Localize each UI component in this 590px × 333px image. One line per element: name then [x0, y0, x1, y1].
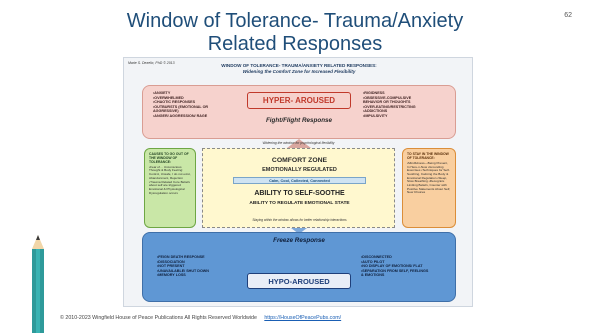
footer-copyright: © 2010-2023 Wingfield House of Peace Pub…	[60, 315, 257, 321]
figure-title-main: WINDOW OF TOLERANCE- TRAUMA/ANXIETY RELA…	[221, 63, 377, 68]
list-item: & EMOTIONS	[361, 273, 385, 278]
list-item: •ADDICTIONS	[363, 109, 388, 114]
fight-flight-label: Fight/Flight Response	[265, 117, 333, 124]
causes-title: CAUSES TO GO OUT OF THE WINDOW OF TOLERA…	[149, 152, 189, 164]
figure-subtitle: Widening the Comfort Zone for Increased …	[242, 69, 356, 74]
hypo-aroused-band: Freeze Response •FEIGN DEATH RESPONSE •D…	[142, 232, 456, 302]
within-note: Staying within the window allows for bet…	[252, 218, 347, 222]
hypo-left-list: •FEIGN DEATH RESPONSE •DISSOCIATION •NOT…	[157, 255, 247, 278]
list-item: •DISCONNECTED	[361, 255, 392, 259]
list-item: •OVERWHELMED	[153, 95, 184, 100]
causes-box: CAUSES TO GO OUT OF THE WINDOW OF TOLERA…	[144, 148, 196, 228]
freeze-label: Freeze Response	[273, 237, 325, 244]
regulate-label: ABILITY TO REGULATE EMOTIONAL STATE	[249, 201, 350, 206]
list-item: •IMPULSIVITY	[363, 113, 388, 118]
slide-title: Window of Tolerance- Trauma/Anxiety Rela…	[60, 10, 530, 56]
slide-number: 62	[564, 12, 572, 19]
list-item: •DISSOCIATION	[157, 259, 185, 264]
stay-box: TO STAY IN THE WINDOW OF TOLERANCE: •Min…	[402, 148, 456, 228]
comfort-zone-subtitle: EMOTIONALLY REGULATED	[262, 167, 337, 173]
causes-text: •Fear of… Unconscious Thought & Body Fee…	[149, 164, 191, 195]
slide-title-line1: Window of Tolerance- Trauma/Anxiety	[126, 10, 464, 32]
list-item: •ANXIETY	[153, 91, 171, 95]
hyper-aroused-label: HYPER- AROUSED	[247, 92, 351, 109]
list-item: •RIGIDNESS	[363, 91, 385, 95]
list-item: •AUTO PILOT	[361, 259, 385, 264]
list-item: •OBSESSIVE-COMPULSIVE	[363, 95, 412, 100]
self-soothe-label: ABILITY TO SELF-SOOTHE	[254, 190, 345, 197]
footer: © 2010-2023 Wingfield House of Peace Pub…	[60, 315, 341, 321]
stay-title: TO STAY IN THE WINDOW OF TOLERANCE:	[407, 152, 449, 160]
figure-author: Marie S. Dezelic, PhD © 2013	[128, 61, 175, 65]
list-item: •UNAVAILABLE/ SHUT DOWN	[157, 268, 209, 273]
hypo-right-list: •DISCONNECTED •AUTO PILOT •NO DISPLAY OF…	[361, 255, 455, 278]
list-item: •OUTBURSTS (EMOTIONAL OR	[153, 104, 209, 109]
calm-bar: Calm, Cool, Collected, Connected	[233, 177, 366, 184]
list-item: AGGRESSIVE)	[153, 109, 179, 114]
list-item: BEHAVIOR OR THOUGHTS	[363, 100, 411, 105]
list-item: •MEMORY LOSS	[157, 273, 186, 278]
stay-text: •Mindfulness—Being Present, In Here-n-No…	[407, 160, 451, 195]
hypo-aroused-label: HYPO-AROUSED	[247, 273, 351, 289]
comfort-zone-title: COMFORT ZONE	[271, 157, 328, 164]
list-item: •NO DISPLAY OF EMOTIONS/ FLAT	[361, 264, 423, 269]
list-item: •NOT PRESENT	[157, 264, 185, 269]
hyper-left-list: •ANXIETY •OVERWHELMED •CHAOTIC RESPONSES…	[153, 91, 243, 119]
list-item: •OVER-EATING/RESTRICTING	[363, 104, 416, 109]
up-arrow-icon	[287, 139, 311, 148]
list-item: •CHAOTIC RESPONSES	[153, 100, 196, 105]
window-of-tolerance-figure: Marie S. Dezelic, PhD © 2013 WINDOW OF T…	[123, 57, 473, 307]
figure-title: WINDOW OF TOLERANCE- TRAUMA/ANXIETY RELA…	[164, 63, 434, 75]
list-item: •FEIGN DEATH RESPONSE	[157, 255, 205, 259]
list-item: •ANGER/ AGGRESSION/ RAGE	[153, 113, 208, 118]
comfort-zone: COMFORT ZONE EMOTIONALLY REGULATED Calm,…	[202, 148, 395, 228]
hyper-right-list: •RIGIDNESS •OBSESSIVE-COMPULSIVE BEHAVIO…	[363, 91, 453, 119]
slide-title-line2: Related Responses	[207, 33, 383, 55]
list-item: •SEPARATION FROM SELF, FEELINGS	[361, 268, 429, 273]
footer-link[interactable]: https://HouseOfPeacePubs.com/	[264, 315, 342, 321]
widen-note: Widening the window for psychological fl…	[262, 141, 335, 145]
hyper-aroused-band: •ANXIETY •OVERWHELMED •CHAOTIC RESPONSES…	[142, 85, 456, 139]
pencil-icon	[32, 235, 44, 333]
